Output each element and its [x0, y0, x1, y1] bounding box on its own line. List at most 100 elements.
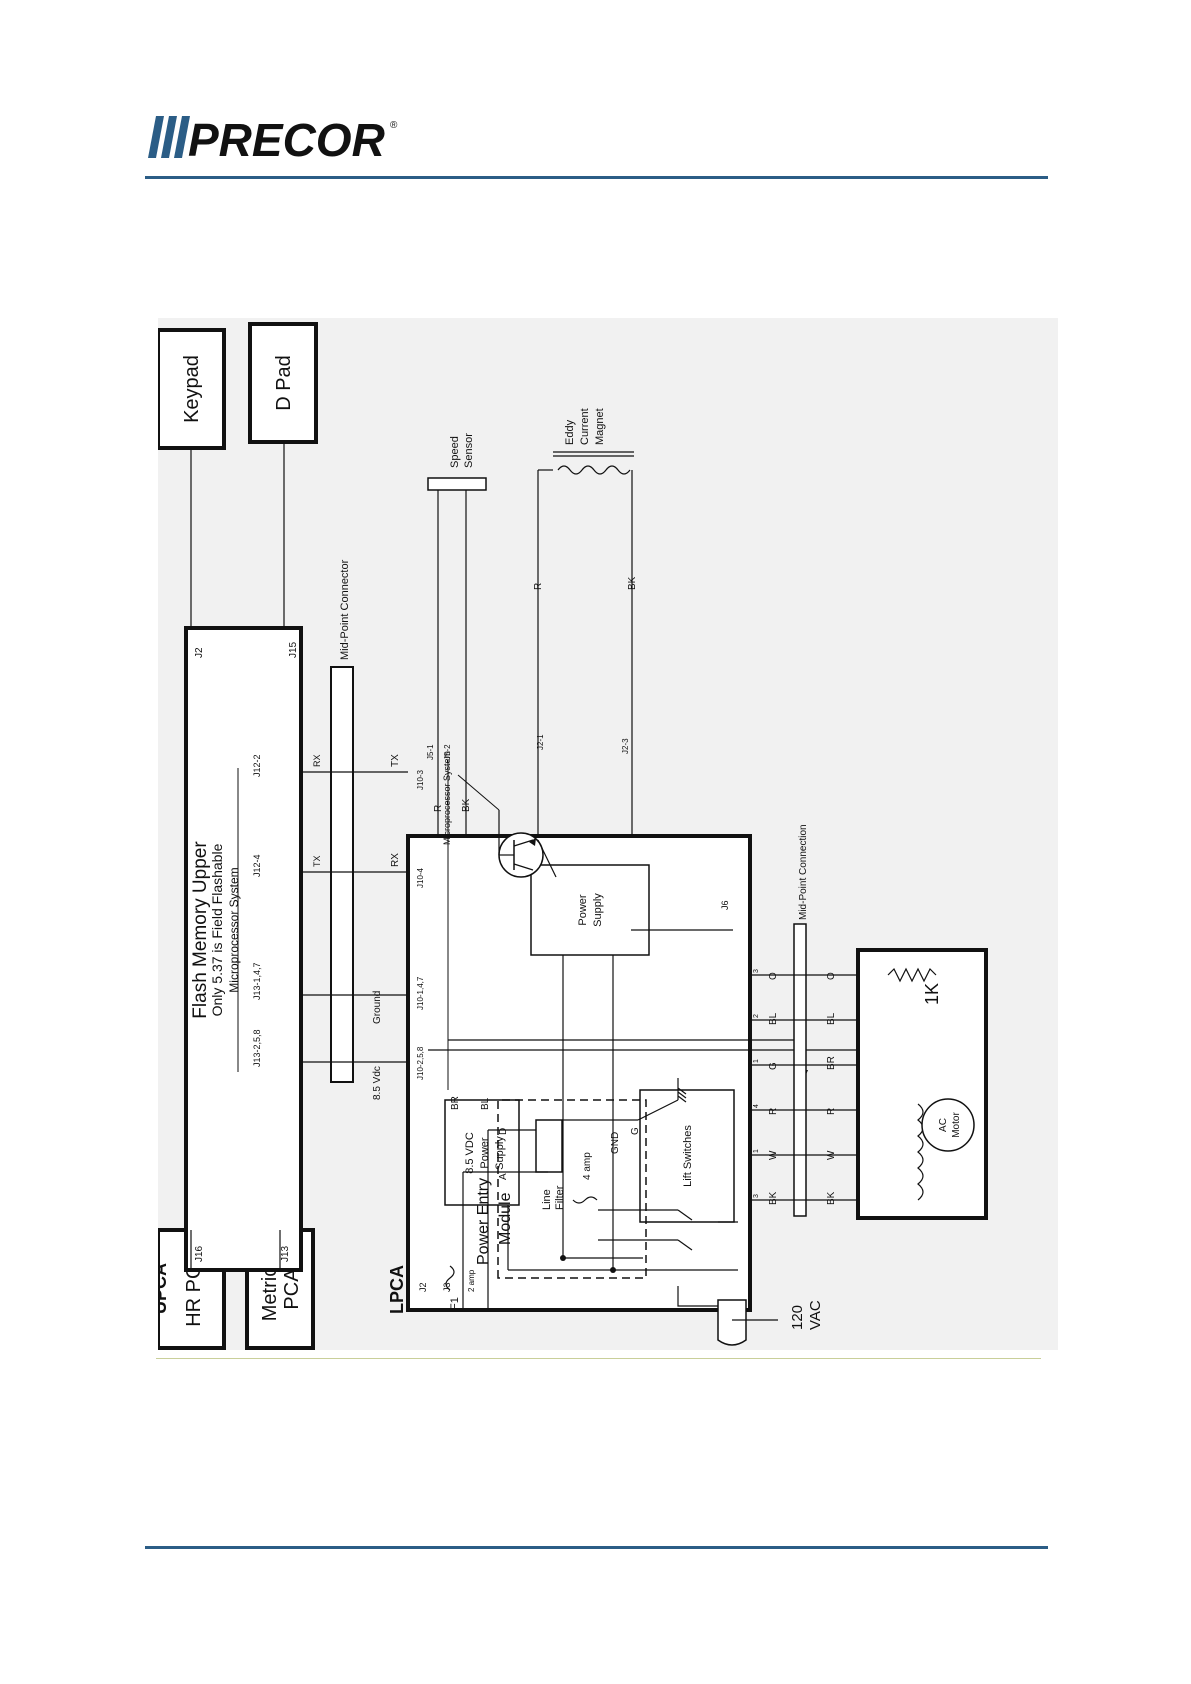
br-label: BR	[450, 1096, 461, 1110]
logo-registered: ®	[390, 120, 398, 131]
lift-switches-box	[639, 1089, 735, 1223]
upca-port-4: J13-2,5,8	[252, 1029, 262, 1067]
lpca-j5-2: J5-2	[443, 744, 452, 760]
precor-logo: PRECOR ®	[148, 114, 398, 164]
fuse-4amp-icon	[572, 1196, 598, 1204]
upca-j13: J13	[280, 1245, 291, 1262]
lpca-j10-1: J10-1,4,7	[416, 976, 425, 1010]
power-supply-label-2: Supply	[592, 893, 604, 927]
wire-j6-label-4: BL	[768, 1012, 779, 1025]
wire-label-4: BL	[826, 1012, 837, 1025]
eddy-wire-bk: BK	[627, 576, 638, 590]
plug-icon	[717, 1299, 747, 1346]
wire-label-1: W	[826, 1150, 837, 1160]
midpoint-connector-label: Mid-Point Connector	[339, 559, 351, 660]
lift-switches-label: Lift Switches	[682, 1125, 694, 1187]
metrics-label-1: Metrics	[259, 1257, 281, 1321]
sensor-wire-r: R	[433, 805, 444, 812]
gnd-label: GND	[610, 1132, 621, 1154]
dpad-label: D Pad	[273, 355, 295, 411]
a-label: A	[498, 1173, 509, 1180]
line-filter-box	[535, 1119, 563, 1173]
signal-tx-upper: TX	[312, 855, 322, 867]
g-label: G	[630, 1127, 641, 1135]
potentiometer-icon	[887, 967, 937, 983]
power-supply-label-1: Power	[577, 894, 589, 926]
upca-j15: J15	[288, 641, 299, 658]
wire-j6-label-2: R	[768, 1108, 779, 1115]
speed-sensor-box	[427, 477, 487, 491]
upca-box	[184, 626, 303, 1272]
upca-port-2: J12-4	[252, 854, 262, 877]
eddy-label-2: Current	[579, 408, 591, 445]
line-filter-label-1: Line	[541, 1189, 553, 1210]
upca-port-3: J13-1,4,7	[252, 962, 262, 1000]
fuse-icon	[445, 1265, 455, 1291]
midpoint-connection	[793, 923, 807, 1217]
footer-rule	[145, 1546, 1048, 1549]
pin-label-0: 3	[753, 1194, 760, 1198]
midpoint-connection-label: Mid-Point Connection	[798, 824, 809, 920]
d-label: D	[498, 1128, 509, 1135]
power-entry-box	[497, 1099, 647, 1279]
signal-vdc: 8.5 Vdc	[372, 1066, 383, 1100]
power-entry-label-2: Module	[497, 1192, 514, 1245]
lpca-j10-3: J10-3	[416, 769, 425, 790]
signal-tx-lower: TX	[390, 754, 401, 767]
header-rule	[145, 176, 1048, 179]
pot-label: 1K	[922, 983, 942, 1005]
wire-j6-label-5: O	[768, 972, 779, 980]
caption-divider	[156, 1358, 1041, 1359]
lpca-j10-4: J10-4	[416, 867, 425, 888]
eddy-coil-icon	[557, 465, 631, 475]
switch-icon	[677, 1209, 693, 1251]
ac-motor-icon	[921, 1098, 975, 1152]
fuse-rating: 2 amp	[467, 1269, 476, 1292]
eddy-label-1: Eddy	[564, 419, 576, 445]
pin-label-4: 2	[753, 1014, 760, 1018]
signal-ground: Ground	[372, 991, 383, 1024]
wire-label-0: BK	[826, 1191, 837, 1205]
logo-mark-icon	[148, 116, 190, 158]
dpad-box	[248, 322, 318, 444]
lpca-micro-label: Microprocessor System	[442, 751, 452, 845]
wiring-diagram: HR PCA Metrics PCA Keypad D Pad UPCA Fla…	[150, 318, 1058, 1350]
logo-wordmark: PRECOR	[188, 114, 385, 164]
wire-label-2: R	[826, 1108, 837, 1115]
metrics-label-2: PCA	[281, 1268, 303, 1310]
sensor-wire-bk: BK	[461, 798, 472, 812]
lpca-j2: J2	[418, 1282, 428, 1292]
upca-sub-label-2: Microprocessor System	[227, 867, 241, 992]
pin-label-2: 4	[753, 1104, 760, 1108]
upca-j16: J16	[194, 1245, 205, 1262]
upca-port-1: J12-2	[252, 754, 262, 777]
lpca-j5-1: J5-1	[426, 744, 435, 760]
upca-j2: J2	[194, 647, 205, 658]
wire-label-5: O	[826, 972, 837, 980]
lpca-title: LPCA	[387, 1265, 407, 1314]
pin-label-1: 1	[753, 1149, 760, 1153]
motor-label-1: AC	[938, 1118, 949, 1132]
fuse-label: F1	[449, 1297, 461, 1310]
amp-label: 4 amp	[582, 1152, 593, 1180]
motor-wires	[750, 974, 858, 1201]
keypad-label: Keypad	[181, 355, 203, 423]
upca-sub-label-1: Only 5.37 is Field Flashable	[209, 843, 225, 1016]
wire-j6-label-1: W	[768, 1150, 779, 1160]
pin-label-3: 1	[753, 1059, 760, 1063]
wire-label-3: BR	[826, 1056, 837, 1070]
vdc-supply-label-1: 8.5 VDC	[464, 1132, 476, 1174]
power-entry-label-1: Power Entry	[475, 1178, 492, 1265]
lpca-j2-1: J2-1	[536, 734, 545, 750]
vac-label-1: 120	[789, 1305, 806, 1330]
lpca-j2-3: J2-3	[621, 738, 630, 754]
bl-label: BL	[480, 1097, 491, 1110]
motor-label-2: Motor	[951, 1112, 962, 1138]
upca-main-label: Flash Memory Upper	[190, 841, 211, 1019]
signal-rx-lower: RX	[390, 853, 401, 867]
speed-sensor-label-2: Sensor	[463, 433, 475, 468]
vdc-supply-label-2: Power	[479, 1137, 491, 1169]
upca-title: UPCA	[158, 1263, 170, 1314]
vac-label-2: VAC	[807, 1300, 824, 1330]
motor-coil-icon	[917, 1103, 924, 1201]
